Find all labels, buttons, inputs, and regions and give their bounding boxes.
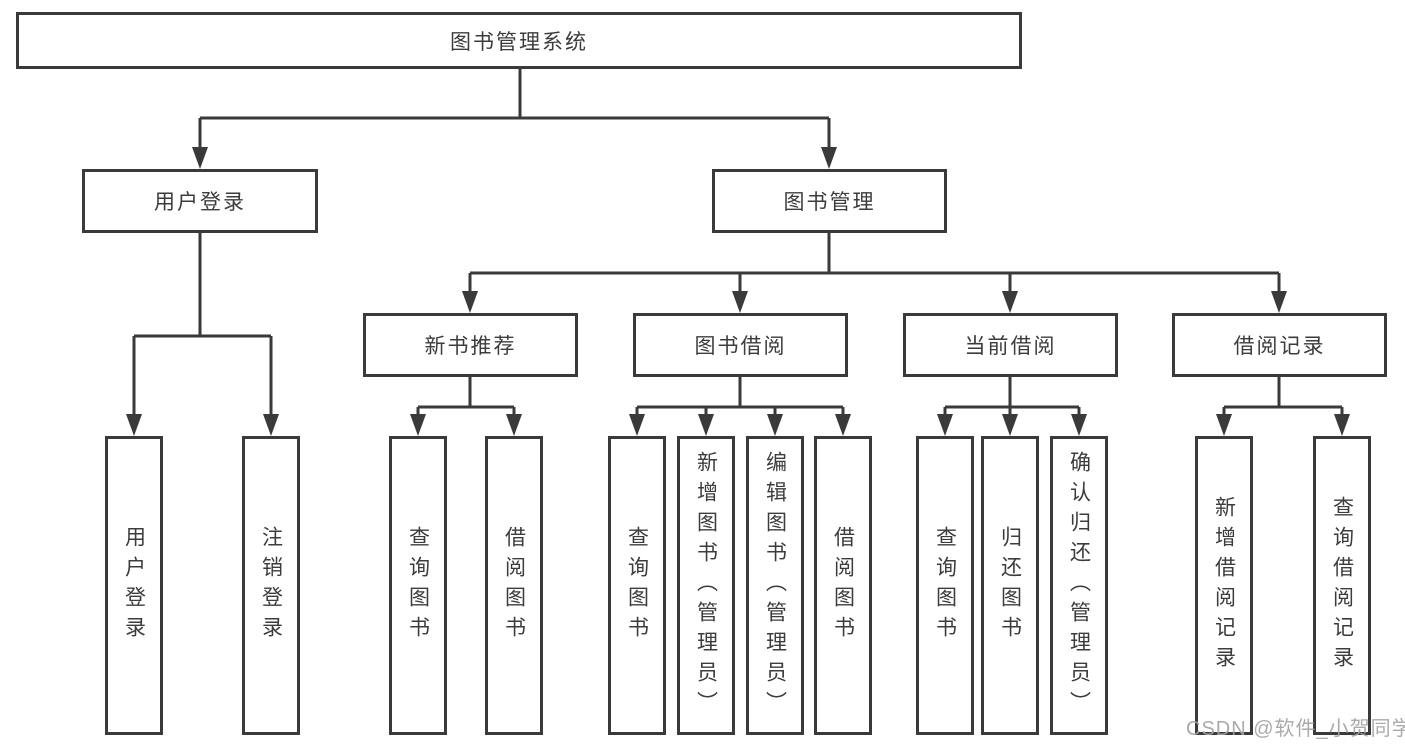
- node-leaf-edit-book-admin: 编辑图书（管理员）: [746, 436, 804, 735]
- node-label: 新增图书（管理员）: [694, 450, 718, 721]
- node-label: 图书管理系统: [450, 30, 588, 54]
- node-label: 确认归还（管理员）: [1067, 450, 1091, 721]
- node-book-borrow: 图书借阅: [633, 313, 848, 377]
- node-leaf-query-books-1: 查询图书: [389, 436, 447, 735]
- node-label: 编辑图书（管理员）: [763, 450, 787, 721]
- node-label: 查询图书: [933, 525, 957, 646]
- node-label: 用户登录: [154, 191, 246, 214]
- node-label: 查询图书: [625, 525, 649, 646]
- node-label: 图书管理: [783, 191, 876, 214]
- node-label: 借阅图书: [502, 525, 526, 646]
- node-label: 归还图书: [998, 525, 1022, 646]
- node-user-login: 用户登录: [82, 169, 318, 233]
- node-leaf-user-login: 用户登录: [105, 436, 163, 735]
- csdn-watermark: CSDN @软件_小贺同学: [1186, 718, 1405, 740]
- node-label: 借阅图书: [831, 525, 855, 646]
- node-leaf-logout: 注销登录: [242, 436, 300, 735]
- node-leaf-query-books-2: 查询图书: [608, 436, 666, 735]
- node-current-borrow: 当前借阅: [903, 313, 1118, 377]
- node-label: 图书借阅: [694, 335, 787, 358]
- node-leaf-query-borrow-record: 查询借阅记录: [1313, 436, 1371, 735]
- node-label: 当前借阅: [964, 335, 1057, 358]
- node-leaf-confirm-return-admin: 确认归还（管理员）: [1050, 436, 1108, 735]
- node-label: 用户登录: [122, 525, 146, 646]
- node-book-management: 图书管理: [712, 169, 947, 233]
- node-library-management-system: 图书管理系统: [16, 12, 1022, 69]
- node-label: 查询借阅记录: [1330, 495, 1354, 676]
- node-label: 借阅记录: [1233, 335, 1326, 358]
- node-leaf-borrow-books-1: 借阅图书: [485, 436, 543, 735]
- node-leaf-borrow-books-2: 借阅图书: [814, 436, 872, 735]
- node-label: 查询图书: [406, 525, 430, 646]
- node-leaf-add-borrow-record: 新增借阅记录: [1195, 436, 1253, 735]
- node-label: 注销登录: [259, 525, 283, 646]
- node-leaf-add-book-admin: 新增图书（管理员）: [677, 436, 735, 735]
- node-leaf-query-books-3: 查询图书: [916, 436, 974, 735]
- node-label: 新书推荐: [424, 335, 517, 358]
- node-leaf-return-book: 归还图书: [981, 436, 1039, 735]
- node-new-book-recommend: 新书推荐: [363, 313, 578, 377]
- node-label: 新增借阅记录: [1212, 495, 1236, 676]
- node-borrow-records: 借阅记录: [1172, 313, 1387, 377]
